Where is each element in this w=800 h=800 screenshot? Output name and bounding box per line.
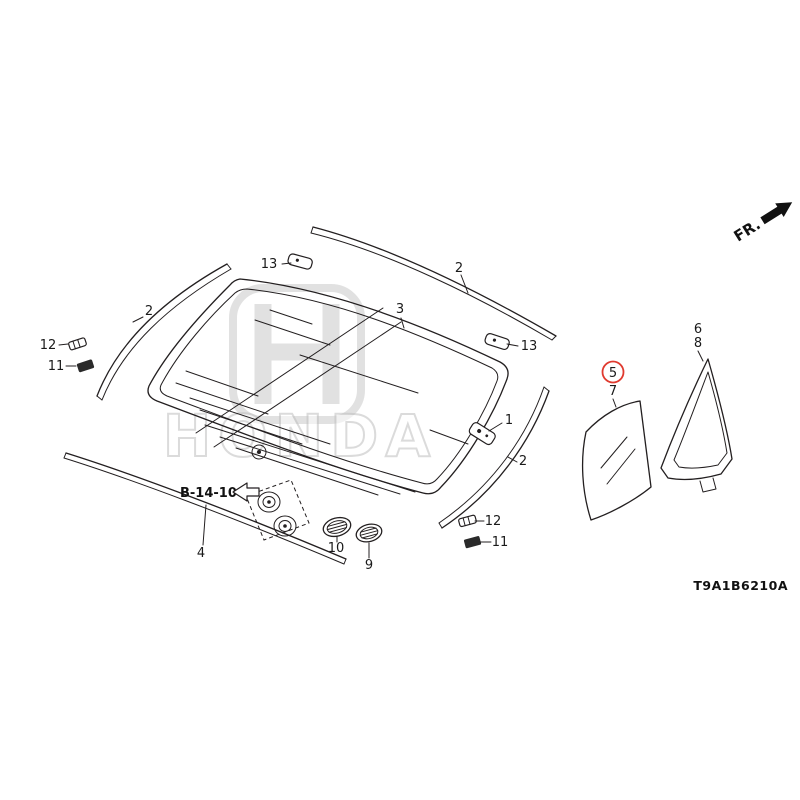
quarter-sash [660,358,733,493]
grommet-lower [273,515,297,537]
watermark-brand-text: HONDA [163,402,437,470]
callout-13-right[interactable]: 13 [521,339,538,354]
rear-glass [147,278,509,496]
right-molding [438,386,550,529]
leader-lines [58,262,704,559]
callout-7[interactable]: 7 [609,384,617,399]
glass-hole [251,444,267,460]
callout-6[interactable]: 6 [694,322,702,337]
callout-9[interactable]: 9 [365,558,373,573]
clip-13-top [287,253,313,270]
callout-13-top[interactable]: 13 [261,257,278,272]
callout-11-lower[interactable]: 11 [492,535,509,550]
callout-3[interactable]: 3 [396,302,404,317]
callout-12-left[interactable]: 12 [40,338,57,353]
fr-direction: FR. [731,202,793,245]
lower-strip [63,452,347,565]
callout-2-right-molding[interactable]: 2 [519,454,527,469]
callout-5-highlighted[interactable]: 5 [609,366,617,381]
grommet-box [245,479,310,541]
plug-9 [355,523,383,543]
plug-10 [322,516,352,538]
callout-2-top-molding[interactable]: 2 [455,261,463,276]
clip-12-left [68,337,87,351]
ref-code-label[interactable]: B-14-10 [180,486,237,501]
callout-1[interactable]: 1 [505,413,513,428]
left-molding [96,263,232,401]
callout-8[interactable]: 8 [694,336,702,351]
part-code-label: T9A1B6210A [693,578,788,593]
fr-direction-arrow-icon [760,202,793,225]
callout-11-left[interactable]: 11 [48,359,65,374]
quarter-glass [581,400,652,521]
highlight-ring[interactable] [601,360,625,384]
clip-11-lower [463,536,482,549]
honda-logo-watermark [229,284,365,424]
clip-11-left [76,359,95,373]
clip-1 [468,422,496,446]
ref-arrow-icon [232,482,260,502]
upper-molding [310,226,557,341]
fr-direction-label: FR. [731,215,764,245]
callout-4[interactable]: 4 [197,546,205,561]
grommet-upper [257,491,281,513]
clip-13-right [484,333,510,351]
glass-shading-lines [175,307,469,496]
clip-12-lower [458,514,477,528]
callout-10[interactable]: 10 [328,541,345,556]
callout-12-lower[interactable]: 12 [485,514,502,529]
callout-2-left-molding[interactable]: 2 [145,304,153,319]
